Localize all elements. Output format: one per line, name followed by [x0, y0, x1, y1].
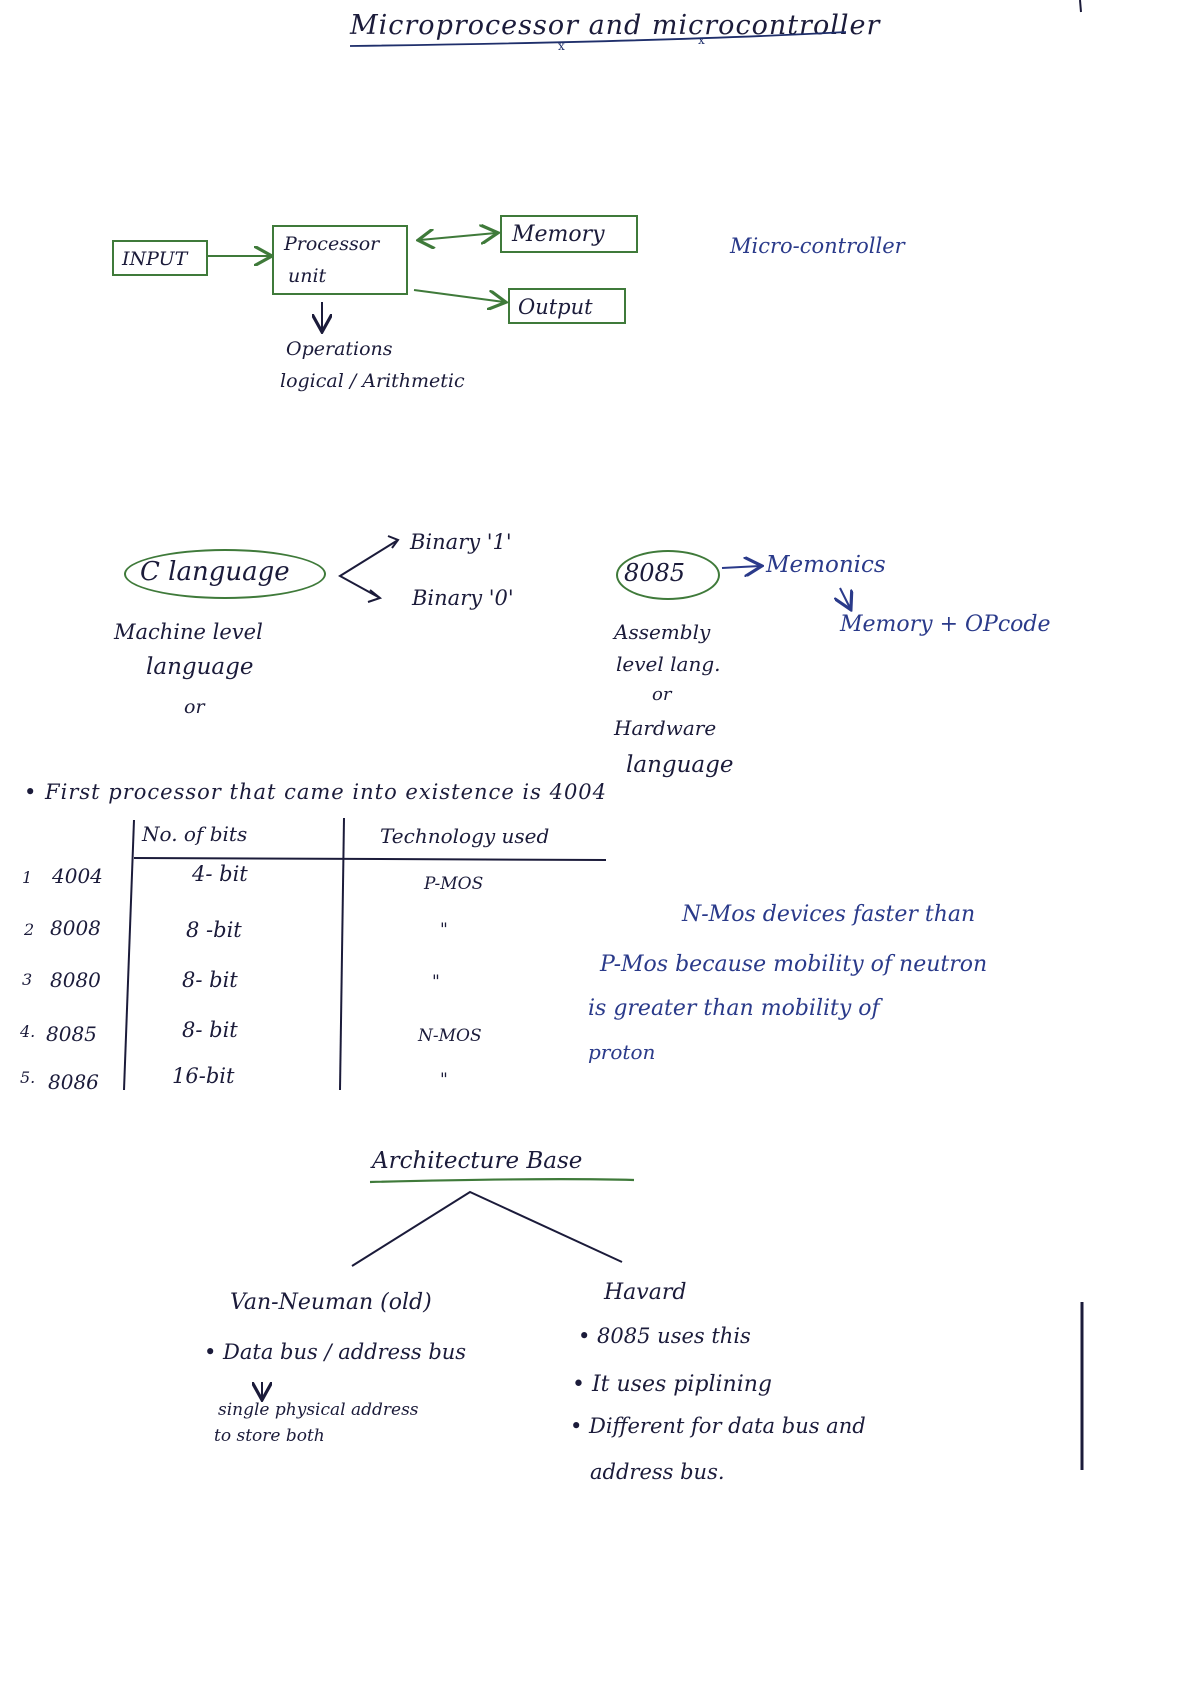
assembly-level-label: level lang. [616, 652, 721, 676]
processor-output-arrow [413, 289, 504, 302]
assembly-label: Assembly [614, 620, 711, 644]
mnemonics-label: Memonics [766, 552, 886, 578]
row-2-num: 2 [24, 920, 35, 939]
row-5-chip: 8086 [48, 1070, 99, 1094]
microcontroller-label: Micro-controller [730, 234, 905, 258]
row-4-chip: 8085 [46, 1022, 97, 1046]
processor-label-2: unit [288, 265, 327, 287]
havard-bullet-3: • Different for data bus and [570, 1414, 866, 1438]
binary-1-label: Binary '1' [410, 530, 512, 554]
chip-8085-label: 8085 [624, 559, 686, 587]
chip-to-mnemonics-arrow [721, 566, 760, 568]
binary-0-label: Binary '0' [412, 586, 514, 610]
chip-8085-oval [616, 550, 720, 600]
havard-bullet-1: • 8085 uses this [578, 1324, 751, 1348]
havard-bullet-4: address bus. [590, 1460, 725, 1484]
mnemonics-to-opcode-arrow [840, 587, 850, 608]
assembly-or-label: or [652, 684, 672, 705]
van-neuman-bullet: • Data bus / address bus [204, 1340, 467, 1364]
row-4-num: 4. [20, 1022, 36, 1041]
operations-type-label: logical / Arithmetic [280, 370, 465, 392]
havard-title: Havard [604, 1280, 687, 1305]
note-line-1: N-Mos devices faster than [682, 902, 976, 927]
row-2-bits: 8 -bit [186, 918, 242, 942]
processor-memory-arrow [420, 233, 496, 240]
first-processor-text: • First processor that came into existen… [24, 780, 608, 804]
svg-text:x: x [698, 33, 705, 47]
row-2-tech: " [440, 920, 448, 940]
memory-box: Memory [500, 215, 638, 253]
machine-language-label: language [146, 654, 254, 680]
row-3-tech: " [432, 972, 440, 992]
table-header-bits: No. of bits [142, 822, 248, 846]
machine-level-label: Machine level [114, 620, 263, 644]
hardware-language-label: language [626, 752, 734, 778]
row-3-chip: 8080 [50, 968, 101, 992]
table-header-underline [133, 857, 607, 861]
van-neuman-title: Van-Neuman (old) [230, 1290, 432, 1315]
van-neuman-sub-1: single physical address [218, 1400, 419, 1420]
row-1-tech: P-MOS [424, 874, 484, 894]
memory-label: Memory [512, 222, 605, 247]
table-left-divider [123, 819, 135, 1091]
machine-or-label: or [184, 696, 205, 718]
processor-label-1: Processor [284, 233, 380, 255]
row-1-num: 1 [22, 868, 33, 887]
c-language-label: C language [140, 557, 290, 587]
c-language-oval [124, 549, 326, 599]
row-3-num: 3 [22, 970, 33, 989]
note-line-2: P-Mos because mobility of neutron [600, 952, 988, 977]
title-underline [349, 31, 847, 47]
havard-bullet-2: • It uses piplining [572, 1372, 772, 1397]
input-label: INPUT [122, 248, 188, 270]
table-middle-divider [339, 817, 345, 1091]
row-5-tech: " [440, 1070, 448, 1090]
input-box: INPUT [112, 240, 208, 276]
row-1-bits: 4- bit [192, 862, 248, 886]
processor-box: Processor unit [272, 225, 408, 295]
van-neuman-sub-2: to store both [214, 1426, 325, 1446]
hardware-label: Hardware [614, 716, 717, 740]
row-4-tech: N-MOS [418, 1026, 482, 1046]
row-5-num: 5. [20, 1068, 36, 1087]
row-1-chip: 4004 [52, 864, 103, 888]
operations-label: Operations [286, 338, 393, 360]
output-label: Output [518, 295, 593, 319]
architecture-underline [369, 1178, 635, 1184]
row-3-bits: 8- bit [182, 968, 238, 992]
memory-opcode-label: Memory + OPcode [840, 612, 1051, 637]
note-line-3: is greater than mobility of [588, 996, 880, 1021]
row-5-bits: 16-bit [172, 1064, 235, 1088]
note-line-4: proton [588, 1040, 656, 1064]
table-header-tech: Technology used [380, 824, 550, 848]
row-2-chip: 8008 [50, 916, 101, 940]
svg-text:x: x [558, 39, 565, 53]
architecture-tree [351, 1190, 623, 1267]
c-language-fork [338, 539, 399, 599]
row-4-bits: 8- bit [182, 1018, 238, 1042]
architecture-heading: Architecture Base [372, 1148, 583, 1174]
